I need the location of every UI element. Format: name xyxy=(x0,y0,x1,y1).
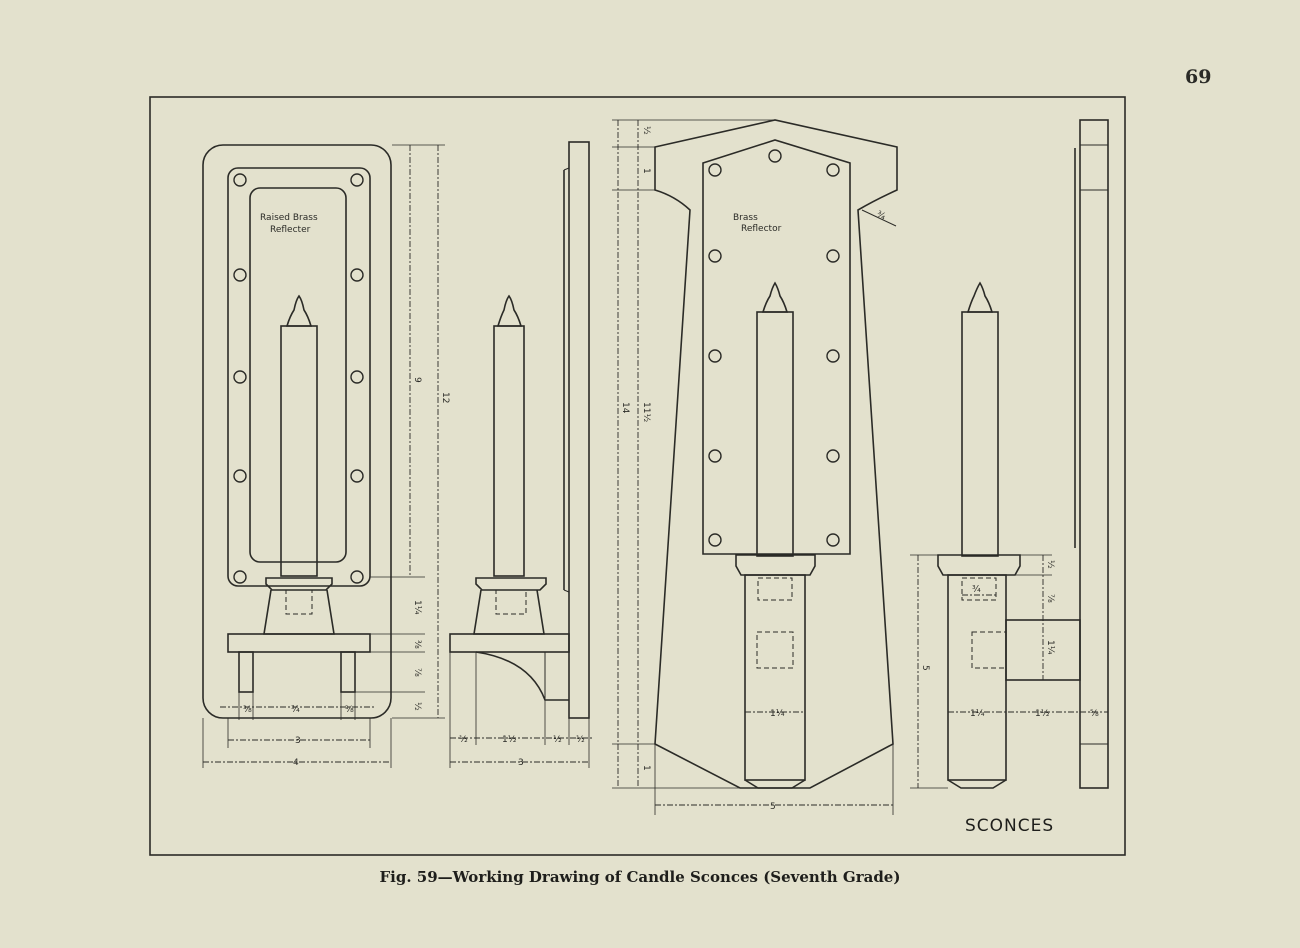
drawing-border xyxy=(149,96,1126,856)
sconce-2-dimensions: ½ 1 14 11½ 1 5 1¼ ¾ xyxy=(612,119,897,815)
raised-brass-label-line2: Reflecter xyxy=(270,225,311,235)
dim-1-quarter-neck: 1¼ xyxy=(770,709,785,719)
dim-3-side: 3 xyxy=(518,758,524,768)
dim-5-eighths: ⅝ xyxy=(1090,709,1099,719)
dim-half-a: ½ xyxy=(459,735,468,745)
sconce-1-front-view: Raised Brass Reflecter xyxy=(202,144,392,719)
dim-3: 3 xyxy=(295,736,301,746)
dim-5-height: 5 xyxy=(920,665,930,671)
dim-14: 14 xyxy=(620,402,630,414)
raised-brass-label-line1: Raised Brass xyxy=(260,213,318,223)
sconce-1-side-dimensions: ½ 1½ ½ ½ 3 xyxy=(449,652,594,768)
dim-1-top: 1 xyxy=(641,168,651,174)
dim-half-top: ½ xyxy=(641,126,651,135)
dim-3-eighths-right: ⅜ xyxy=(345,705,354,715)
dim-3-quarters: ¾ xyxy=(291,705,300,715)
dim-12: 12 xyxy=(440,392,450,403)
dim-1-bottom: 1 xyxy=(641,765,651,771)
dim-1-and-half-b: 1½ xyxy=(1035,709,1050,719)
brass-label-line1: Brass xyxy=(733,213,758,223)
brass-label-line2: Reflector xyxy=(741,224,782,234)
dim-half-c: ½ xyxy=(576,735,585,745)
dim-9: 9 xyxy=(412,377,422,383)
dim-1-quarter: 1¼ xyxy=(412,600,422,615)
sconce-2-front-view: Brass Reflector xyxy=(654,119,898,789)
dim-11-and-half: 11½ xyxy=(641,402,651,422)
dim-half-side: ½ xyxy=(1045,560,1055,569)
drawing-title: SCONCES xyxy=(965,816,1054,836)
sconce-1-dimensions: 9 12 1¼ ⅜ ⅞ ½ ⅜ ¾ ⅜ 3 4 xyxy=(202,144,450,768)
dim-3-eighths-left: ⅜ xyxy=(243,705,252,715)
dim-4: 4 xyxy=(293,758,299,768)
dim-1-quarter-b: 1¼ xyxy=(970,709,985,719)
dim-1-quarter-side: 1¼ xyxy=(1045,640,1055,655)
dim-radius: ¾ xyxy=(875,210,887,223)
dim-5-width: 5 xyxy=(770,802,776,812)
dim-3-eighths: ⅜ xyxy=(412,640,422,649)
dim-half-bottom: ½ xyxy=(412,702,422,711)
dim-7-eighths: ⅞ xyxy=(412,668,422,677)
dim-3-quarters-side: ¾ xyxy=(972,585,981,595)
page-number: 69 xyxy=(1185,66,1212,88)
dim-1-and-half: 1½ xyxy=(502,735,517,745)
figure-caption: Fig. 59—Working Drawing of Candle Sconce… xyxy=(379,868,901,886)
dim-7-eighths-side: ⅞ xyxy=(1045,594,1055,603)
sconce-1-side-view xyxy=(449,141,590,719)
sconce-2-side-dimensions: 5 ½ ⅞ 1¼ ¾ 1¼ 1½ ⅝ xyxy=(910,554,1108,789)
dim-half-b: ½ xyxy=(553,735,562,745)
sconce-2-side-view xyxy=(937,119,1109,789)
